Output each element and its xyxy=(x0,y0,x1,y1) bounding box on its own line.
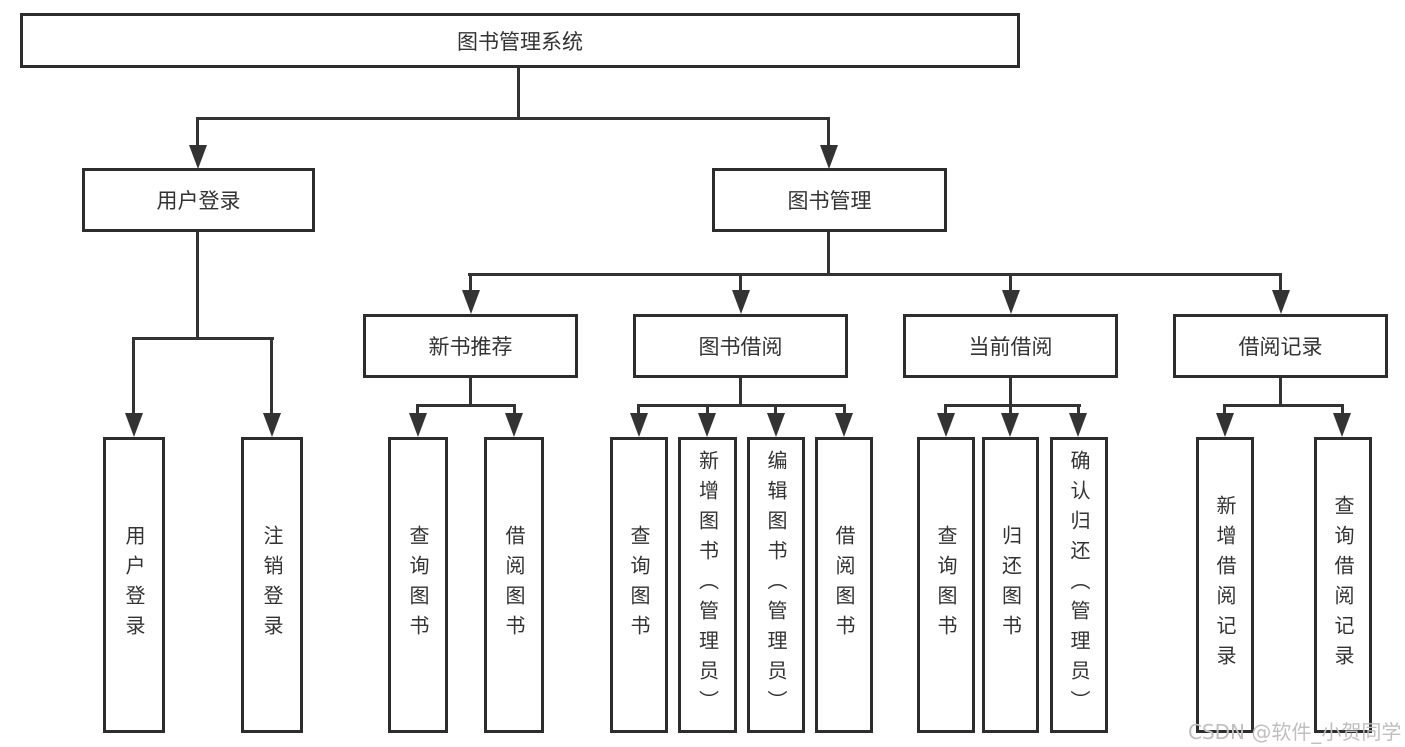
node-leaf-search-borrow-record-label: 查询借阅记录 xyxy=(1331,495,1355,675)
node-leaf-edit-book-admin-label: 编辑图书（管理员） xyxy=(764,450,788,720)
node-leaf-search-book-3-label: 查询图书 xyxy=(934,525,958,645)
connector-stem xyxy=(1341,404,1344,414)
node-book-borrow-label: 图书借阅 xyxy=(698,335,783,359)
node-current-borrow-label: 当前借阅 xyxy=(968,335,1053,359)
arrow-down-icon xyxy=(820,145,838,169)
node-leaf-search-book-2: 查询图书 xyxy=(610,437,668,733)
connector-group1-split xyxy=(416,404,516,407)
node-leaf-add-borrow-record-label: 新增借阅记录 xyxy=(1213,495,1237,675)
node-new-book-recommend-label: 新书推荐 xyxy=(428,335,513,359)
node-library-system: 图书管理系统 xyxy=(20,13,1020,68)
arrow-down-icon xyxy=(767,413,785,437)
node-leaf-add-book-admin-label: 新增图书（管理员） xyxy=(695,450,720,720)
connector-stem xyxy=(739,273,742,293)
connector-stem xyxy=(706,404,709,414)
node-leaf-logout-label: 注销登录 xyxy=(260,525,284,645)
connector-root-split xyxy=(196,117,830,120)
watermark: CSDN @软件_小贺同学 xyxy=(1188,720,1402,744)
arrow-down-icon xyxy=(189,145,207,169)
arrow-down-icon xyxy=(835,413,853,437)
connector-stem xyxy=(1223,404,1226,414)
node-leaf-borrow-book-1-label: 借阅图书 xyxy=(502,525,526,645)
node-leaf-add-borrow-record: 新增借阅记录 xyxy=(1196,437,1254,733)
connector-stem xyxy=(1009,404,1012,414)
connector-stem xyxy=(132,337,135,415)
connector-userlogin-stem xyxy=(196,232,199,337)
connector-stem xyxy=(1077,404,1080,414)
node-leaf-search-borrow-record: 查询借阅记录 xyxy=(1314,437,1372,733)
arrow-down-icon xyxy=(1069,413,1087,437)
connector-stem xyxy=(513,404,516,414)
node-leaf-borrow-book-2: 借阅图书 xyxy=(815,437,873,733)
arrow-down-icon xyxy=(1333,413,1351,437)
connector-group4-split xyxy=(1223,404,1344,407)
node-new-book-recommend: 新书推荐 xyxy=(363,314,578,378)
connector-group2-split xyxy=(637,404,846,407)
node-leaf-search-book-2-label: 查询图书 xyxy=(627,525,651,645)
connector-bookmgmt-stem xyxy=(827,232,830,273)
arrow-down-icon xyxy=(1001,413,1019,437)
connector-stem xyxy=(944,404,947,414)
arrow-down-icon xyxy=(125,413,143,437)
arrow-down-icon xyxy=(698,413,716,437)
node-leaf-search-book-1-label: 查询图书 xyxy=(406,525,430,645)
arrow-down-icon xyxy=(1216,413,1234,437)
connector-stem xyxy=(637,404,640,414)
connector-stem xyxy=(270,337,273,415)
connector-stem xyxy=(1009,273,1012,293)
connector-stem xyxy=(843,404,846,414)
node-book-management: 图书管理 xyxy=(712,168,947,232)
node-leaf-logout: 注销登录 xyxy=(241,437,303,733)
node-leaf-user-login: 用户登录 xyxy=(103,437,165,733)
connector-group1-stem xyxy=(469,378,472,405)
node-leaf-return-book-label: 归还图书 xyxy=(998,525,1023,645)
connector-root-stem xyxy=(517,68,520,117)
node-leaf-add-book-admin: 新增图书（管理员） xyxy=(678,437,737,733)
node-leaf-borrow-book-1: 借阅图书 xyxy=(484,437,544,733)
node-leaf-borrow-book-2-label: 借阅图书 xyxy=(832,525,856,645)
node-user-login-label: 用户登录 xyxy=(156,189,241,213)
connector-group3-stem xyxy=(1009,378,1012,405)
node-leaf-search-book-1: 查询图书 xyxy=(388,437,448,733)
node-leaf-search-book-3: 查询图书 xyxy=(917,437,975,733)
arrow-down-icon xyxy=(630,413,648,437)
connector-stem xyxy=(1279,273,1282,293)
node-leaf-confirm-return-admin: 确认归还（管理员） xyxy=(1050,437,1108,733)
arrow-down-icon xyxy=(505,413,523,437)
connector-stem xyxy=(196,117,199,147)
connector-userlogin-split xyxy=(132,337,274,340)
node-borrow-records-label: 借阅记录 xyxy=(1238,335,1323,359)
arrow-down-icon xyxy=(732,290,750,314)
connector-stem xyxy=(827,117,830,147)
arrow-down-icon xyxy=(409,413,427,437)
node-leaf-user-login-label: 用户登录 xyxy=(122,525,146,645)
connector-group4-stem xyxy=(1279,378,1282,405)
arrow-down-icon xyxy=(937,413,955,437)
connector-group3-split xyxy=(944,404,1081,407)
arrow-down-icon xyxy=(462,290,480,314)
connector-stem xyxy=(469,273,472,293)
node-borrow-records: 借阅记录 xyxy=(1173,314,1388,378)
node-library-system-label: 图书管理系统 xyxy=(457,29,583,54)
connector-stem xyxy=(416,404,419,414)
connector-group2-stem xyxy=(739,378,742,405)
node-leaf-confirm-return-admin-label: 确认归还（管理员） xyxy=(1067,450,1091,720)
node-leaf-return-book: 归还图书 xyxy=(982,437,1039,733)
node-book-management-label: 图书管理 xyxy=(787,189,872,213)
arrow-down-icon xyxy=(1002,290,1020,314)
node-book-borrow: 图书借阅 xyxy=(633,314,848,378)
node-user-login: 用户登录 xyxy=(82,168,315,232)
node-leaf-edit-book-admin: 编辑图书（管理员） xyxy=(747,437,805,733)
node-current-borrow: 当前借阅 xyxy=(903,314,1118,378)
arrow-down-icon xyxy=(1272,290,1290,314)
connector-bookmgmt-split xyxy=(468,273,1282,276)
arrow-down-icon xyxy=(263,413,281,437)
connector-stem xyxy=(774,404,777,414)
